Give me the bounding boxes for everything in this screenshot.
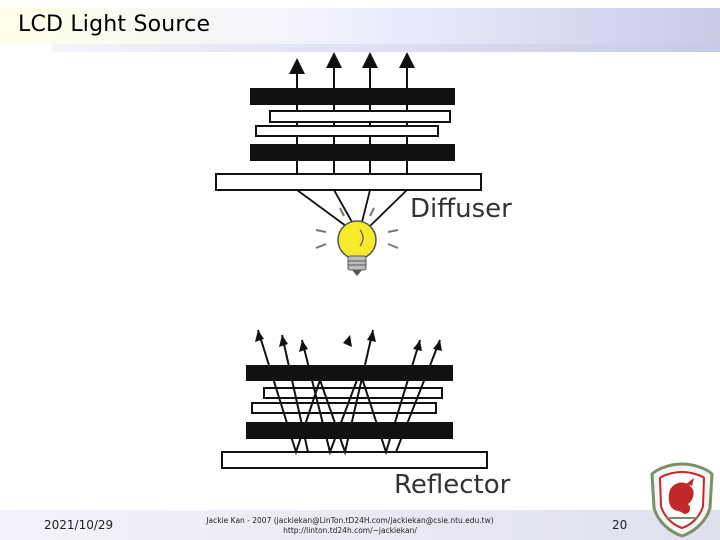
slide-title: LCD Light Source [18,12,211,37]
diffuser-plate [215,173,482,191]
footer-credit-line1: Jackie Kan - 2007 (jackiekan@LinTon.tD24… [206,516,494,525]
diffuser-diagram [215,52,482,276]
page-number: 20 [612,518,628,532]
reflector-plate [221,451,488,469]
lcd-layer [251,402,437,414]
crest-logo-icon [650,462,714,538]
lcd-dark-plate [250,144,455,161]
footer-credit: Jackie Kan - 2007 (jackiekan@LinTon.tD24… [150,516,550,536]
reflected-light-rays [257,329,441,456]
reflector-diagram [221,329,488,469]
lcd-dark-plate [246,365,453,381]
lcd-dark-plate [250,88,455,105]
bulb-rays [296,189,408,227]
footer-credit-line2: http://linton.td24h.com/~jackiekan/ [283,526,417,535]
diffuser-label: Diffuser [410,194,512,224]
reflected-ray-arrowheads [255,330,442,352]
footer-date: 2021/10/29 [44,518,114,532]
title-bar [0,8,720,44]
lcd-layer [255,125,439,137]
reflector-label: Reflector [394,470,511,500]
lcd-layer [269,110,451,123]
footer-bar [0,510,720,540]
title-underline [52,44,720,52]
light-bulb-icon [315,207,399,276]
